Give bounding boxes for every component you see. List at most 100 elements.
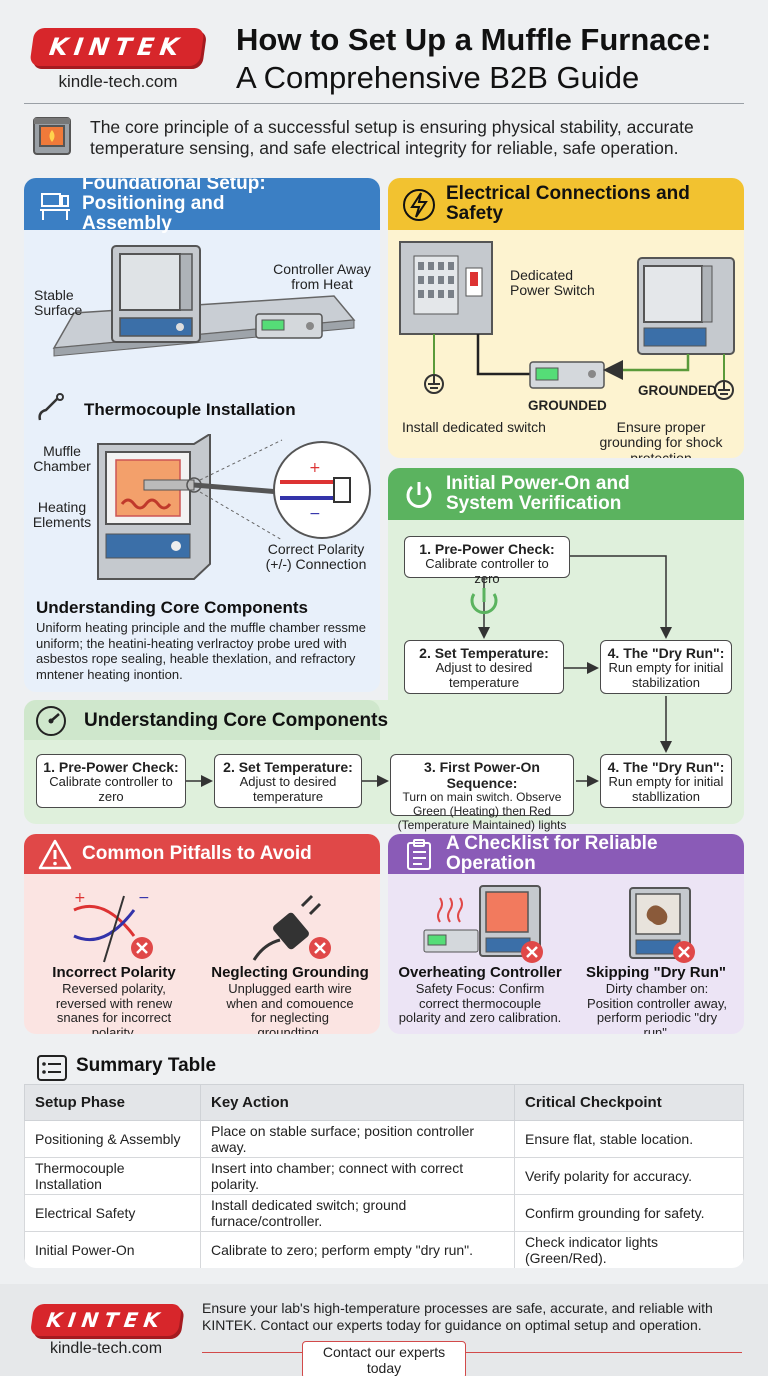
- footer: KINTEK kindle-tech.com Ensure your lab's…: [0, 1284, 768, 1376]
- skipping-dry-run-illustration: [629, 887, 695, 963]
- dedicated-switch-label: Dedicated Power Switch: [510, 267, 595, 299]
- flow-step2-text: Adjust to desired temperature: [239, 774, 337, 805]
- neglecting-grounding-text: Unplugged earth wire when and comouence …: [226, 981, 354, 1034]
- power-step2-box: 2. Set Temperature: Adjust to desired te…: [404, 640, 564, 694]
- flow-step4-text: Run empty for initial stabllization: [608, 774, 724, 805]
- svg-text:−: −: [309, 506, 321, 522]
- table-cell: Calibrate to zero; perform empty "dry ru…: [200, 1231, 515, 1268]
- core-flow-title: Understanding Core Components: [84, 710, 389, 731]
- install-switch-label: Install dedicated switch: [402, 419, 546, 435]
- table-cell: Electrical Safety: [24, 1194, 201, 1232]
- thermocouple-probe-icon: [36, 392, 68, 424]
- incorrect-polarity-text: Reversed polarity, reversed with renew s…: [55, 981, 173, 1034]
- footer-logo-url[interactable]: kindle-tech.com: [49, 1340, 163, 1357]
- power-step1-title: 1. Pre-Power Check:: [419, 541, 555, 557]
- ensure-grounding-label: Ensure proper grounding for shock protec…: [599, 419, 723, 458]
- col-setup-phase: Setup Phase: [24, 1084, 201, 1121]
- svg-text:+: +: [309, 460, 321, 476]
- table-cell: Positioning & Assembly: [24, 1120, 201, 1158]
- power-on-header: Initial Power-On and System Verification: [388, 468, 744, 520]
- gauge-icon: [34, 704, 68, 738]
- footer-cta-line: [202, 1352, 742, 1353]
- table-cell: Check indicator lights (Green/Red).: [514, 1231, 744, 1268]
- flow-step1-box: 1. Pre-Power Check: Calibrate controller…: [36, 754, 186, 808]
- power-step1-text: Calibrate controller to zero: [425, 556, 549, 587]
- svg-text:+: +: [74, 890, 86, 906]
- flow-step2-box: 2. Set Temperature: Adjust to desired te…: [214, 754, 362, 808]
- power-step4-box: 4. The "Dry Run": Run empty for initial …: [600, 640, 732, 694]
- thermocouple-illustration: + −: [97, 434, 371, 580]
- table-cell: Install dedicated switch; ground furnace…: [200, 1194, 515, 1232]
- table-cell: Verify polarity for accuracy.: [514, 1157, 744, 1195]
- furnace-icon: [30, 114, 74, 158]
- flow-step2-title: 2. Set Temperature:: [223, 759, 353, 775]
- header-divider: [24, 103, 744, 104]
- overheating-controller-title: Overheating Controller: [398, 964, 562, 981]
- controller-away-label: Controller Away from Heat: [273, 261, 371, 293]
- power-step1-box: 1. Pre-Power Check: Calibrate controller…: [404, 536, 570, 586]
- list-icon: [36, 1054, 68, 1082]
- overheating-controller-illustration: [423, 885, 543, 963]
- warning-icon: [38, 838, 72, 872]
- contact-experts-button[interactable]: Contact our experts today: [302, 1341, 466, 1376]
- flow-step1-text: Calibrate controller to zero: [49, 774, 173, 805]
- skipping-dry-run-title: Skipping "Dry Run": [585, 964, 727, 981]
- table-cell: Insert into chamber; connect with correc…: [200, 1157, 515, 1195]
- summary-table: Setup Phase Key Action Critical Checkpoi…: [24, 1084, 744, 1268]
- pitfalls-header: Common Pitfalls to Avoid: [24, 834, 380, 874]
- svg-text:−: −: [138, 890, 150, 906]
- electrical-panel: Electrical Connections and Safety Dedica…: [388, 178, 744, 458]
- overheating-controller-text: Safety Focus: Confirm correct thermocoup…: [398, 981, 562, 1026]
- flow-step1-title: 1. Pre-Power Check:: [43, 759, 179, 775]
- thermocouple-title: Thermocouple Installation: [84, 400, 296, 419]
- muffle-chamber-label: Muffle Chamber: [33, 443, 91, 475]
- table-row: Thermocouple Installation Insert into ch…: [24, 1157, 744, 1195]
- electrical-title: Electrical Connections and Safety: [446, 183, 690, 224]
- grounded-right-label: GROUNDED: [638, 383, 717, 398]
- table-cell: Place on stable surface; position contro…: [200, 1120, 515, 1158]
- table-cell: Confirm grounding for safety.: [514, 1194, 744, 1232]
- core-flow-header: [24, 700, 380, 740]
- footer-text: Ensure your lab's high-temperature proce…: [202, 1300, 713, 1334]
- pitfalls-title: Common Pitfalls to Avoid: [82, 843, 312, 865]
- power-on-title: Initial Power-On and System Verification: [446, 473, 630, 514]
- furnace-table-illustration: [52, 245, 356, 357]
- header: KINTEK kindle-tech.com How to Set Up a M…: [0, 0, 768, 170]
- incorrect-polarity-title: Incorrect Polarity: [52, 964, 176, 981]
- table-cell: Initial Power-On: [24, 1231, 201, 1268]
- incorrect-polarity-illustration: + −: [73, 890, 153, 963]
- footer-kintek-logo[interactable]: KINTEK: [29, 1304, 183, 1336]
- heating-elements-label: Heating Elements: [32, 499, 92, 531]
- flow-step4-title: 4. The "Dry Run":: [607, 759, 725, 775]
- foundational-setup-header: Foundational Setup: Positioning and Asse…: [24, 178, 380, 233]
- lightning-icon: [402, 188, 436, 222]
- electrical-header: Electrical Connections and Safety: [388, 178, 744, 230]
- flow-connectors: [186, 555, 672, 787]
- table-cell: Thermocouple Installation: [24, 1157, 201, 1195]
- checklist-header: A Checklist for Reliable Operation: [388, 834, 744, 874]
- col-key-action: Key Action: [200, 1084, 515, 1121]
- correct-polarity-label: Correct Polarity (+/-) Connection: [265, 541, 367, 573]
- power-step2-title: 2. Set Temperature:: [419, 645, 549, 661]
- pitfalls-panel: Common Pitfalls to Avoid + − Incorrect P…: [24, 834, 380, 1034]
- flow-step3-text: Turn on main switch. Observe Green (Heat…: [397, 790, 567, 832]
- flow-step3-box: 3. First Power-On Sequence: Turn on main…: [390, 754, 574, 832]
- power-step4-text: Run empty for initial stabilization: [608, 660, 724, 691]
- stable-surface-label: Stable Surface: [34, 287, 83, 319]
- summary-table-wrap: Setup Phase Key Action Critical Checkpoi…: [24, 1084, 744, 1268]
- clipboard-icon: [402, 838, 436, 872]
- table-row: Electrical Safety Install dedicated swit…: [24, 1194, 744, 1232]
- power-step4-title: 4. The "Dry Run":: [607, 645, 725, 661]
- summary-header-row: Setup Phase Key Action Critical Checkpoi…: [24, 1084, 744, 1121]
- power-step2-text: Adjust to desired temperature: [435, 660, 533, 691]
- summary-title: Summary Table: [76, 1055, 217, 1076]
- intro-text: The core principle of a successful setup…: [90, 117, 694, 158]
- checklist-panel: A Checklist for Reliable Operation Overh…: [388, 834, 744, 1034]
- core-components-title: Understanding Core Components: [36, 598, 309, 617]
- logo-url[interactable]: kindle-tech.com: [58, 72, 178, 91]
- col-critical-checkpoint: Critical Checkpoint: [514, 1084, 744, 1121]
- flow-step3-title: 3. First Power-On Sequence:: [424, 759, 540, 792]
- neglecting-grounding-title: Neglecting Grounding: [211, 964, 369, 981]
- page-title: How to Set Up a Muffle Furnace:: [236, 22, 712, 57]
- power-icon: [402, 478, 436, 512]
